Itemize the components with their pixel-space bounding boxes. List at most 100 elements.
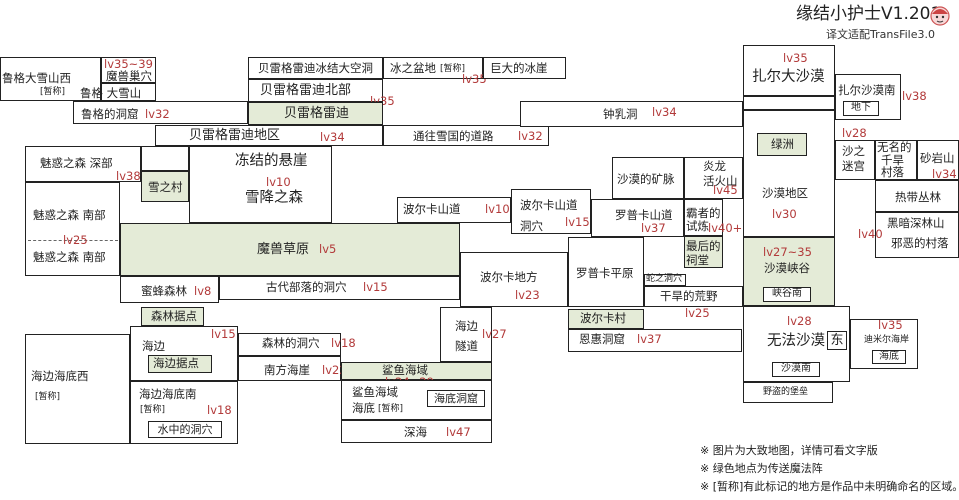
region-beilei-north[interactable] — [248, 79, 383, 102]
region-rop-road[interactable] — [591, 199, 684, 237]
label-meiwaku-south1: 魅惑之森 南部 — [33, 208, 106, 222]
level-monster-plains: lv5 — [319, 242, 337, 256]
region-snake-cave[interactable] — [644, 274, 686, 286]
label-dry-waste: 干旱的荒野 — [660, 289, 718, 303]
region-borkar-region[interactable] — [460, 252, 568, 307]
region-giant-ice[interactable] — [483, 57, 566, 79]
label-nameless1: 无名的 — [877, 140, 912, 154]
teleport-forest-base[interactable] — [141, 307, 204, 326]
region-dry-waste[interactable] — [644, 286, 743, 307]
region-flame-dragon[interactable] — [684, 157, 743, 199]
region-zal-strip — [743, 96, 835, 110]
region-forest-cave[interactable] — [238, 333, 341, 356]
level-road-snow: lv32 — [518, 129, 543, 143]
teleport-beilei[interactable] — [248, 102, 383, 125]
label-south-sea: 南方海崖 — [264, 363, 310, 377]
teleport-seaside-base[interactable] — [148, 355, 212, 373]
label-luge-cave: 鲁格的洞窟 — [81, 107, 139, 121]
label-monster-plains: 魔兽草原 — [257, 242, 310, 257]
label-shark-floor2: 海底 — [352, 401, 375, 415]
teleport-shark-sea[interactable] — [341, 362, 492, 380]
region-road-snow[interactable] — [383, 125, 549, 146]
label-snow-village: 雪之村 — [148, 180, 183, 194]
note-1: ※ 图片为大致地图，详情可看文字版 — [700, 444, 878, 457]
map-subtitle: 译文适配TransFile3.0 — [826, 28, 935, 41]
tag-seabed-south: [暂称] — [140, 405, 166, 415]
level-stalactite: lv34 — [652, 105, 677, 119]
label-borkar-road: 波尔卡山道 — [403, 202, 461, 216]
region-luge-west[interactable] — [0, 57, 101, 101]
region-sand-mine[interactable] — [612, 157, 684, 199]
region-stalactite[interactable] — [520, 101, 743, 127]
label-seabed-south: 海边海底南 — [139, 387, 197, 401]
level-meiwaku-south: lv25 — [63, 233, 88, 247]
region-south-sea[interactable] — [238, 356, 341, 381]
level-rop-road: lv37 — [641, 221, 666, 235]
label-coast[interactable]: 海底 — [872, 350, 906, 364]
region-luge-cave[interactable] — [73, 101, 248, 124]
region-zal-desert[interactable] — [743, 45, 835, 96]
label-east[interactable]: 东 — [827, 331, 847, 350]
label-desert-south[interactable]: 沙漠南 — [772, 362, 820, 377]
character-logo-icon — [930, 6, 950, 26]
label-water-cave[interactable]: 水中的洞穴 — [148, 421, 222, 438]
label-seabed-west: 海边海底西 — [31, 369, 89, 383]
label-shark-floor: 鲨鱼海域 — [352, 385, 398, 399]
label-canyon-south[interactable]: 峡谷南 — [763, 287, 811, 302]
region-deep-sea[interactable] — [341, 420, 492, 443]
region-grace-cave[interactable] — [568, 329, 742, 352]
label-frozen-cliff: 冻结的悬崖 — [235, 153, 308, 169]
map-title: 缘结小护士V1.201 — [796, 4, 942, 24]
label-dark-forest: 黑暗深林山 — [887, 216, 945, 230]
teleport-borkar-village[interactable] — [568, 309, 644, 329]
label-flame-dragon1: 炎龙 — [703, 159, 726, 173]
teleport-snow-village[interactable] — [141, 171, 189, 202]
region-sand-maze[interactable] — [835, 140, 875, 180]
label-borkar-cave: 洞穴 — [520, 219, 543, 233]
region-desert[interactable] — [743, 110, 835, 237]
label-monster-nest: 魔兽巢穴 — [106, 69, 152, 83]
label-underground[interactable]: 地下 — [843, 101, 879, 116]
region-bandit-fort[interactable] — [743, 382, 833, 403]
label-rop-plain: 罗普卡平原 — [576, 266, 634, 280]
label-flame-dragon2: 活火山 — [703, 174, 738, 188]
region-meiwaku-south[interactable] — [25, 182, 120, 276]
label-meiwaku-deep: 魅惑之森 深部 — [40, 156, 113, 170]
region-beilei-ice[interactable] — [248, 57, 383, 79]
region-beilei-area[interactable] — [155, 125, 383, 146]
label-stalactite: 钟乳洞 — [603, 107, 638, 121]
label-seafloor-cave[interactable]: 海底洞窟 — [427, 390, 485, 407]
level-tunnel: lv27 — [482, 327, 507, 341]
region-honey-forest[interactable] — [120, 276, 219, 303]
level-south-sea: lv22 — [322, 363, 347, 377]
label-ice-basin: 冰之盆地 — [390, 61, 436, 75]
region-ancient-cave[interactable] — [219, 276, 460, 300]
label-desert-region: 沙漠地区 — [762, 186, 808, 200]
label-sand-maze2: 迷宫 — [842, 159, 865, 173]
level-grace-cave: lv37 — [637, 332, 662, 346]
teleport-oasis[interactable] — [757, 133, 807, 156]
region-monster-nest[interactable] — [101, 57, 156, 83]
region-rop-plain[interactable] — [568, 237, 644, 307]
region-borkar-road[interactable] — [397, 197, 511, 223]
region-snow-forest[interactable] — [189, 146, 332, 223]
label-luge-west: 鲁格大雪山西 — [2, 71, 71, 85]
level-ancient-cave: lv15 — [363, 280, 388, 294]
region-borkar-cave[interactable] — [511, 189, 591, 234]
label-tunnel2: 隧道 — [455, 339, 478, 353]
level-snow-forest: lv10 — [266, 175, 291, 189]
region-luge-mountain[interactable] — [101, 83, 156, 101]
teleport-last-shrine[interactable] — [684, 236, 723, 268]
region-meiwaku-deep[interactable] — [25, 146, 141, 182]
region-monster-plains[interactable] — [120, 223, 460, 276]
region-seabed-west[interactable] — [25, 334, 130, 444]
region-trial[interactable] — [684, 199, 723, 236]
region-ice-basin[interactable] — [383, 57, 483, 79]
region-dark-forest[interactable] — [875, 212, 959, 258]
region-seaside-tunnel[interactable] — [440, 307, 492, 362]
label-tunnel1: 海边 — [455, 319, 478, 333]
label-snake-cave: 蛇之洞穴 — [646, 274, 683, 284]
region-nameless-village[interactable] — [875, 140, 917, 180]
label-snow-forest: 雪降之森 — [245, 190, 303, 206]
teleport-desert-canyon[interactable] — [743, 237, 835, 306]
